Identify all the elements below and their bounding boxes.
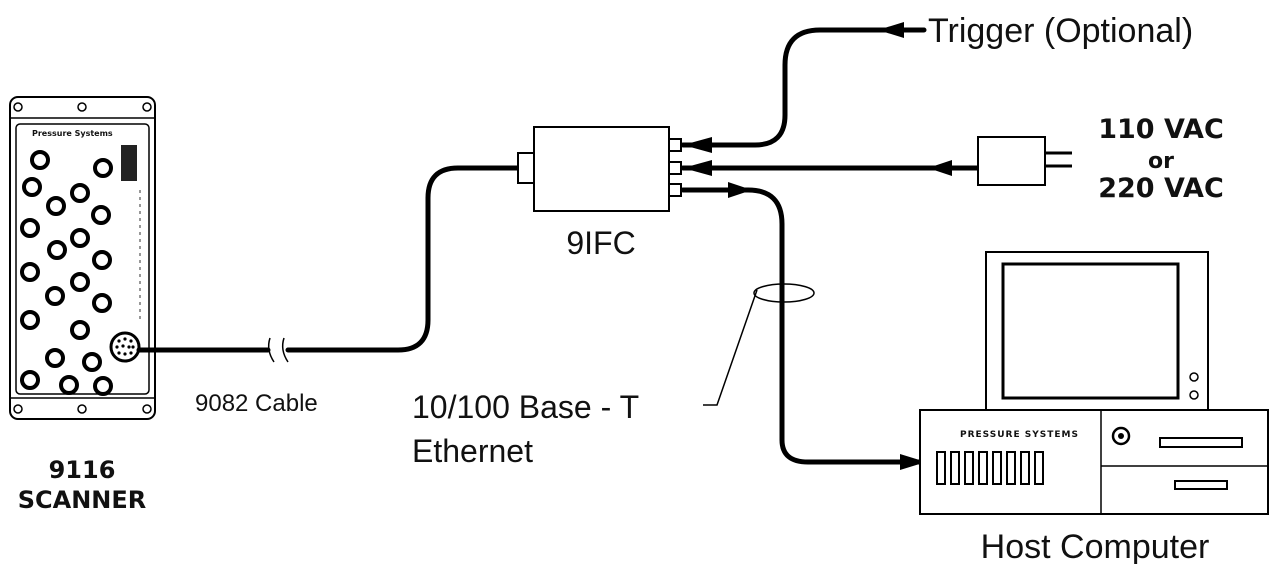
trigger-in-arrow-icon [878,22,904,38]
ifc-label: 9IFC [566,225,635,261]
scanner-brand-text: Pressure Systems [32,129,113,138]
trigger-arrow-icon [683,137,712,153]
trigger-label: Trigger (Optional) [928,12,1193,50]
computer-case-icon: PRESSURE SYSTEMS [919,409,1269,515]
host-computer-label: Host Computer [981,528,1210,564]
ac-voltage-label-or: or [1148,149,1174,174]
ethernet-out-arrow-icon [728,182,752,198]
cable-label: 9082 Cable [195,390,318,417]
ethernet-label-1: 10/100 Base - T [412,389,639,425]
ethernet-cable [680,187,925,465]
trigger-cable [680,27,927,148]
scanner-connector-icon [109,331,141,363]
ethernet-in-arrow-icon [900,454,926,470]
scanner-module-icon: Pressure Systems [9,96,156,420]
power-arrow-icon [683,160,712,176]
monitor-icon [985,251,1209,411]
ethernet-leader-line [703,289,758,406]
pc-brand-text: PRESSURE SYSTEMS [960,430,1079,440]
ac-voltage-label-2: 220 VAC [1098,173,1224,204]
scanner-label-name: SCANNER [18,486,147,514]
ethernet-label-2: Ethernet [412,433,533,469]
power-adapter-icon [977,136,1072,186]
scanner-label-model: 9116 [49,456,116,484]
cable-9082 [136,165,523,353]
interface-box-icon [517,126,682,212]
ac-voltage-label-1: 110 VAC [1098,114,1224,145]
ethernet-cable-marker [753,283,815,303]
power-mid-arrow-icon [928,160,952,176]
